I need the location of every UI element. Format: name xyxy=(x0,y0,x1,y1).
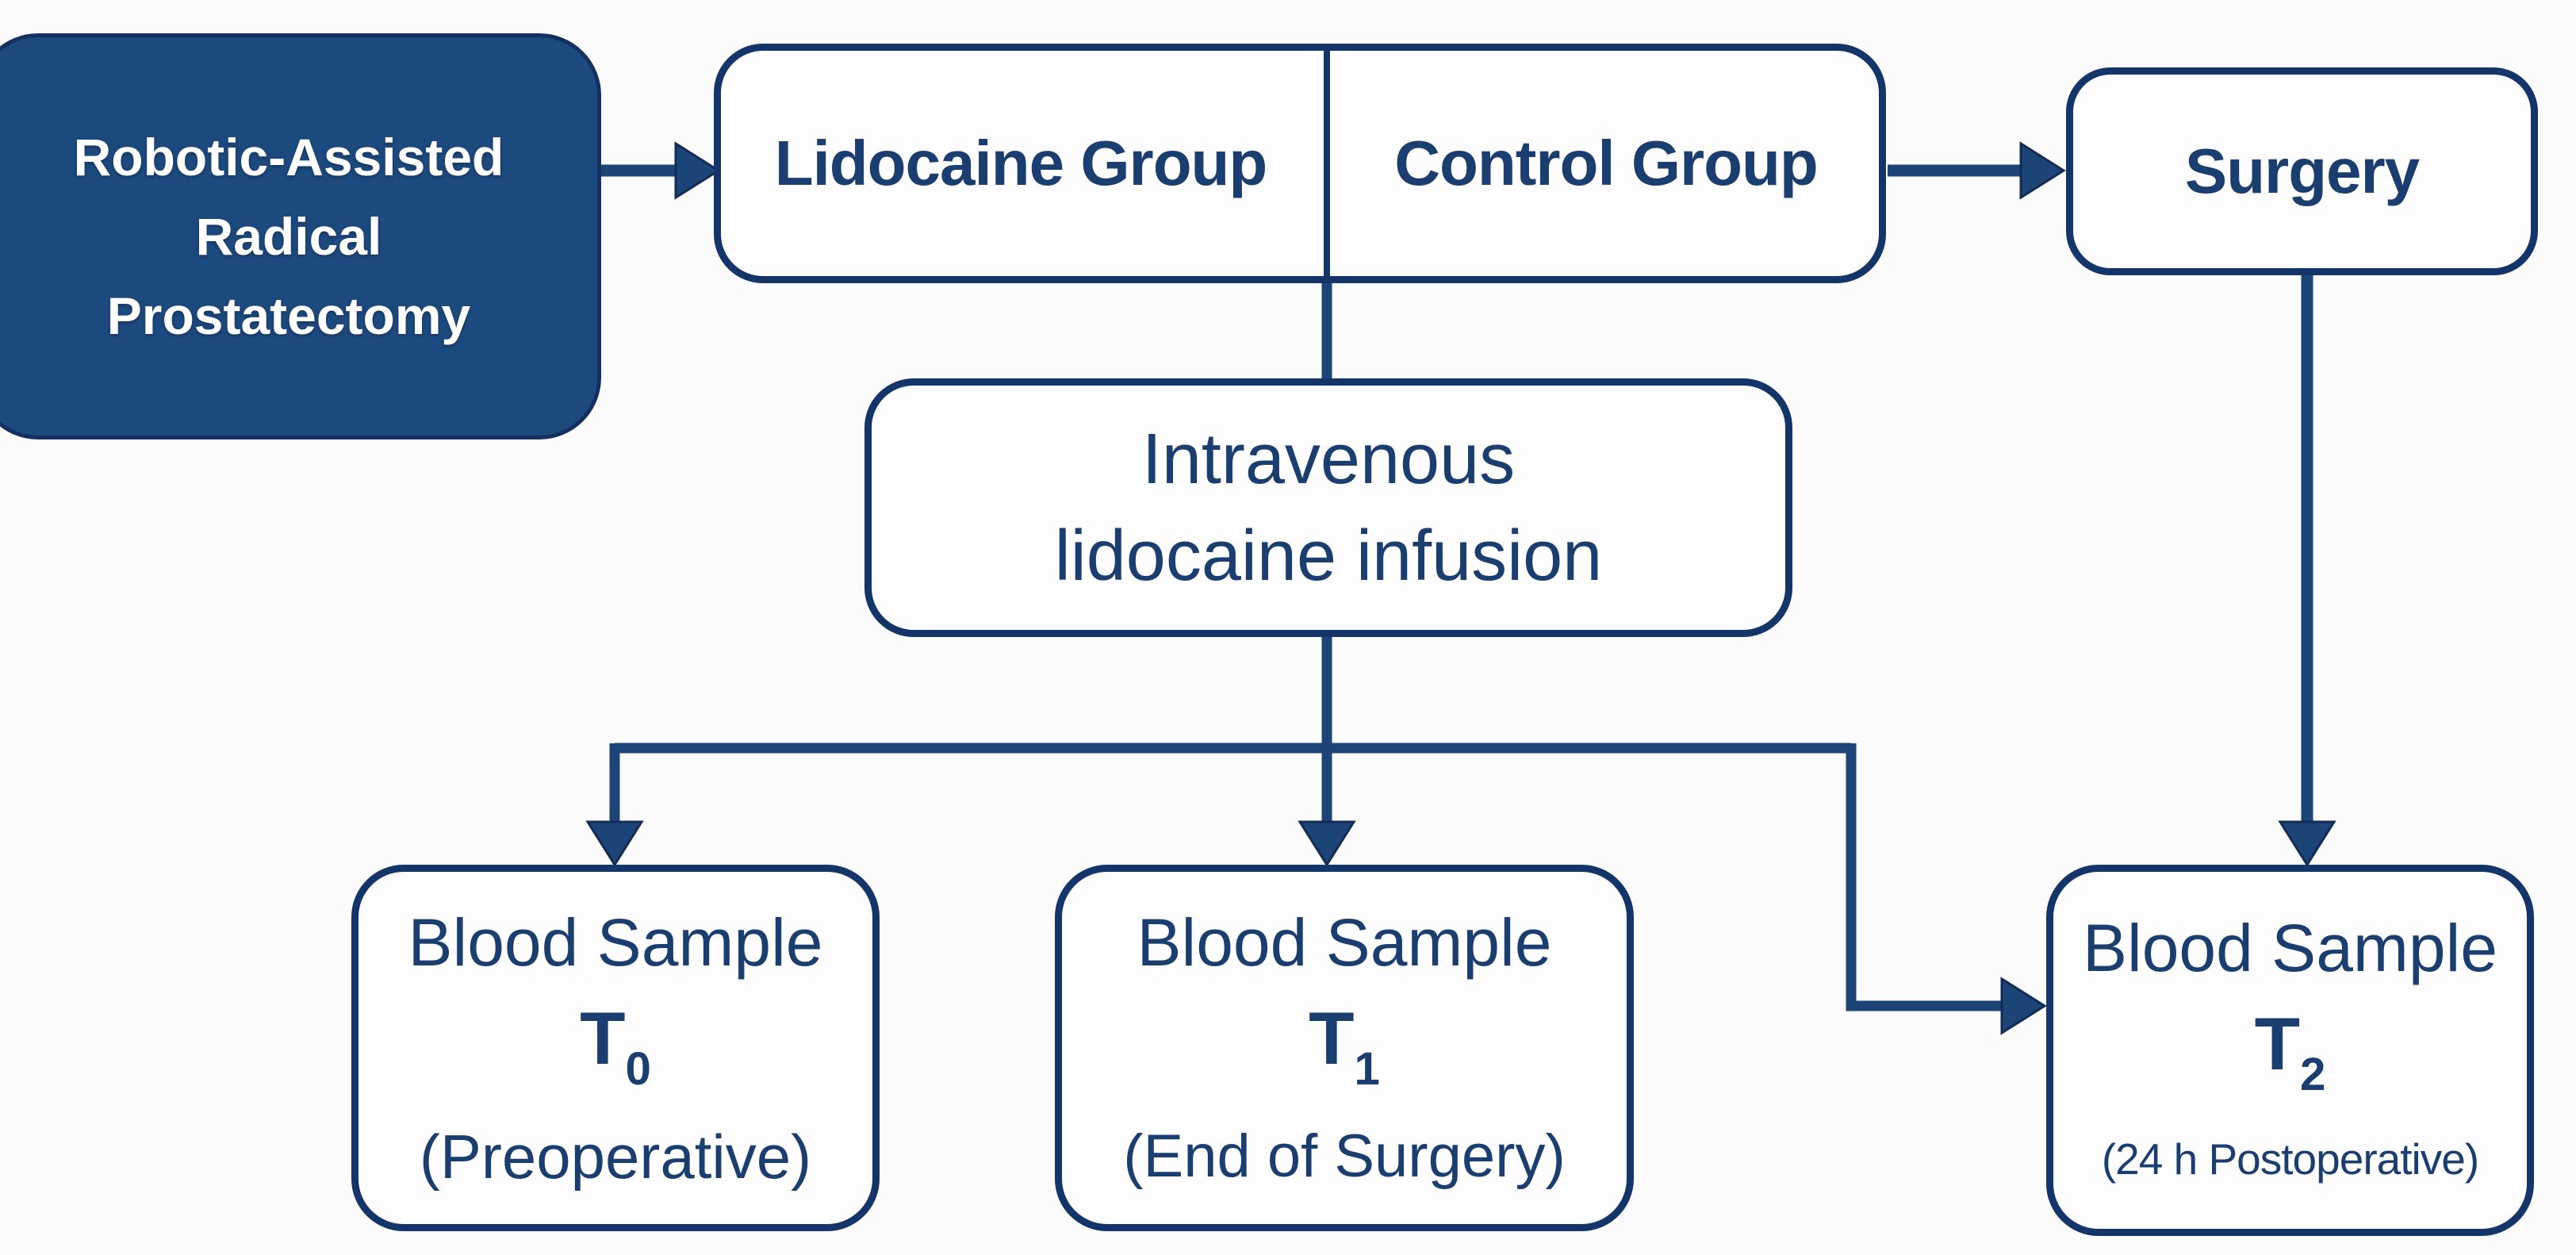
arrow-surgery-to-t2 xyxy=(2278,275,2336,867)
t1-note: (End of Surgery) xyxy=(1123,1123,1566,1191)
node-blood-sample-t0: Blood Sample T0 (Preoperative) xyxy=(351,865,880,1231)
arrow-branch-to-t0 xyxy=(585,743,644,867)
infusion-line-1: Intravenous xyxy=(1141,420,1516,499)
t2-note: (24 h Postoperative) xyxy=(2101,1134,2479,1184)
node-robotic-assisted-radical-prostatectomy: Robotic-Assisted Radical Prostatectomy xyxy=(0,33,601,439)
t2-timepoint: T2 xyxy=(2254,1001,2326,1101)
rarp-line-3: Prostatectomy xyxy=(106,286,471,345)
node-control-group: Control Group xyxy=(1324,51,1882,276)
arrow-infusion-to-t1 xyxy=(1298,635,1356,867)
arrow-groups-to-surgery xyxy=(1888,141,2066,200)
node-surgery: Surgery xyxy=(2066,67,2538,275)
arrow-rarp-to-groups xyxy=(597,141,721,200)
node-blood-sample-t1: Blood Sample T1 (End of Surgery) xyxy=(1055,865,1634,1231)
t1-title: Blood Sample xyxy=(1137,904,1552,980)
t0-note: (Preoperative) xyxy=(419,1122,812,1192)
node-blood-sample-t2: Blood Sample T2 (24 h Postoperative) xyxy=(2046,865,2534,1236)
rarp-line-1: Robotic-Assisted xyxy=(73,128,504,186)
rarp-line-2: Radical xyxy=(195,207,382,266)
node-intravenous-lidocaine-infusion: Intravenous lidocaine infusion xyxy=(864,378,1792,637)
node-randomization-groups: Lidocaine Group Control Group xyxy=(714,44,1886,283)
t0-timepoint: T0 xyxy=(580,996,651,1096)
infusion-line-2: lidocaine infusion xyxy=(1054,516,1603,596)
t1-timepoint: T1 xyxy=(1309,996,1380,1096)
t2-title: Blood Sample xyxy=(2083,910,2497,985)
arrow-branch-to-t2 xyxy=(1846,743,2047,1035)
t0-title: Blood Sample xyxy=(408,904,823,980)
node-lidocaine-group: Lidocaine Group xyxy=(774,128,1268,198)
